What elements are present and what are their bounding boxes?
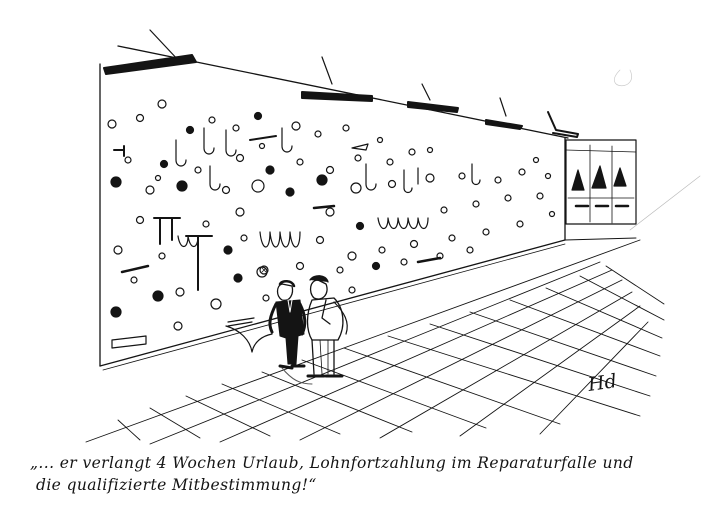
caption-line-2: die qualifizierte Mitbestimmung!“ (36, 476, 317, 494)
floor-shadows (281, 367, 313, 385)
floor-tiles (85, 69, 701, 445)
caption-line-1: „... er verlangt 4 Wochen Urlaub, Lohnfo… (30, 454, 634, 472)
wall (99, 45, 569, 371)
man-dark-suit (268, 280, 307, 370)
cable (225, 325, 273, 353)
ceiling-lamps (103, 29, 579, 138)
window-view (565, 139, 637, 225)
wall-fixtures (107, 99, 556, 349)
cartoon-caption: „... er verlangt 4 Wochen Urlaub, Lohnfo… (30, 452, 700, 496)
man-light-suit (306, 275, 348, 378)
artist-signature: Hd (586, 370, 619, 396)
